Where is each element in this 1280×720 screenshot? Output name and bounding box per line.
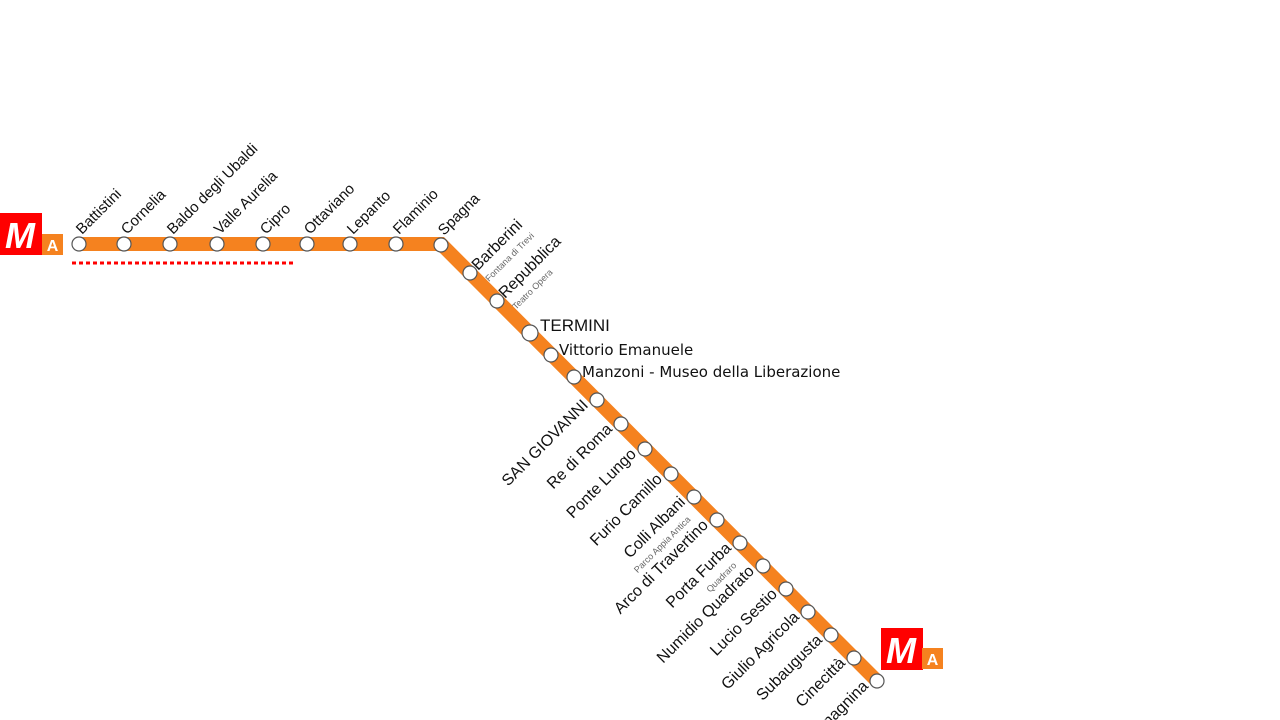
station-label: Vittorio Emanuele: [559, 341, 693, 359]
station-marker[interactable]: [255, 236, 271, 252]
station-marker[interactable]: [778, 581, 794, 597]
station-marker[interactable]: [846, 650, 862, 666]
logo-line-name: A: [47, 238, 59, 255]
station-marker[interactable]: [755, 558, 771, 574]
station-marker[interactable]: [299, 236, 315, 252]
station-marker[interactable]: [589, 392, 605, 408]
station-marker[interactable]: [462, 265, 478, 281]
station-vittorio-emanuele[interactable]: Vittorio Emanuele: [543, 341, 693, 363]
station-marker[interactable]: [489, 293, 505, 309]
station-label: TERMINI: [540, 316, 610, 335]
station-marker[interactable]: [869, 673, 885, 689]
metro-logo-west: M A: [0, 213, 63, 256]
station-label: Cipro: [257, 200, 294, 237]
station-marker[interactable]: [613, 416, 629, 432]
station-label: Flaminio: [390, 186, 442, 238]
station-marker[interactable]: [521, 324, 539, 342]
station-marker[interactable]: [566, 369, 582, 385]
station-marker[interactable]: [433, 237, 449, 253]
station-marker[interactable]: [388, 236, 404, 252]
metro-logo-east: M A: [881, 628, 943, 671]
station-marker[interactable]: [732, 535, 748, 551]
station-marker[interactable]: [709, 512, 725, 528]
station-marker[interactable]: [800, 604, 816, 620]
station-spagna[interactable]: Spagna: [433, 190, 484, 253]
station-marker[interactable]: [162, 236, 178, 252]
logo-letter: M: [886, 630, 917, 671]
station-manzoni-museo-della-liberazione[interactable]: Manzoni - Museo della Liberazione: [566, 363, 840, 385]
station-marker[interactable]: [71, 236, 87, 252]
station-marker[interactable]: [543, 347, 559, 363]
station-label: Cornelia: [118, 186, 170, 238]
logo-letter: M: [5, 215, 36, 256]
station-marker[interactable]: [663, 466, 679, 482]
station-label: Manzoni - Museo della Liberazione: [582, 363, 840, 381]
station-label: Battistini: [73, 186, 125, 238]
station-label: Giulio Agricola: [718, 609, 802, 693]
logo-line-name: A: [927, 652, 939, 669]
station-marker[interactable]: [209, 236, 225, 252]
station-marker[interactable]: [637, 441, 653, 457]
station-label: Spagna: [435, 190, 484, 239]
station-marker[interactable]: [116, 236, 132, 252]
station-marker[interactable]: [342, 236, 358, 252]
station-termini[interactable]: TERMINI: [521, 316, 610, 342]
station-marker[interactable]: [823, 627, 839, 643]
station-marker[interactable]: [686, 489, 702, 505]
station-label: SAN GIOVANNI: [499, 397, 592, 490]
